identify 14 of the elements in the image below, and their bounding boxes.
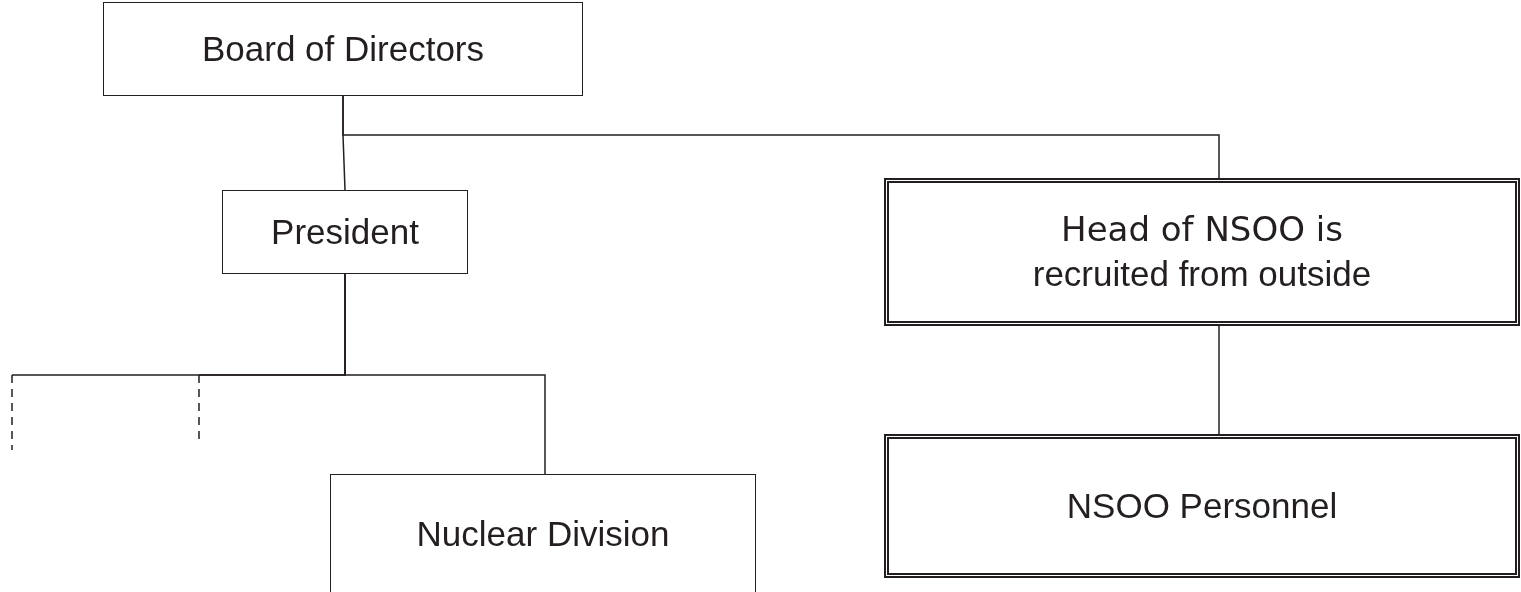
role-box: [884, 178, 1520, 326]
node-title: Board of Directors: [201, 28, 485, 71]
node-title: Nuclear Division: [416, 513, 670, 556]
node-title: Head of NSOO is: [1061, 208, 1343, 252]
division-box: [330, 474, 756, 592]
personnel-box: [884, 434, 1520, 578]
role-box: [222, 190, 468, 274]
role-box: [103, 2, 583, 96]
node-title: NSOO Personnel: [1066, 485, 1338, 528]
connector-line: [342, 95, 1220, 179]
connector-line: [1218, 325, 1220, 435]
node-description: recruited from outside: [1032, 253, 1372, 296]
node-title: President: [271, 211, 419, 254]
dashed-connector: [198, 273, 346, 441]
